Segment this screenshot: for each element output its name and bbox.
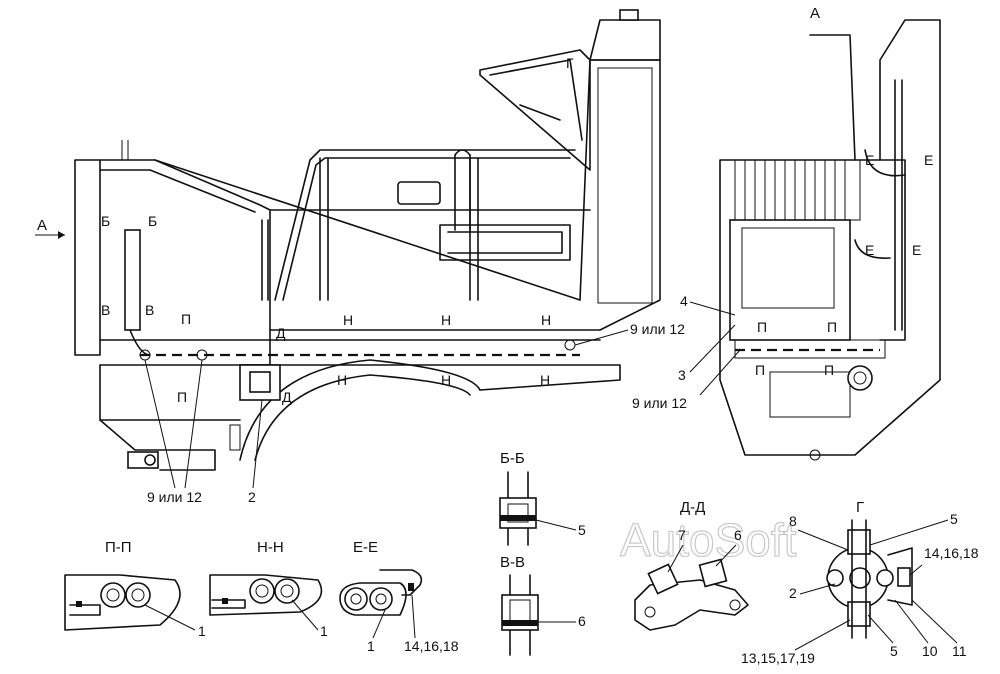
section-p-bottom: П — [177, 389, 187, 405]
section-v-right: В — [145, 302, 154, 318]
view-a-title: А — [810, 5, 820, 22]
callout-2-main: 2 — [248, 489, 256, 505]
section-pp — [64, 574, 181, 631]
section-bb — [499, 471, 537, 546]
view-a — [719, 19, 941, 461]
section-nn-title: Н-Н — [257, 539, 284, 556]
callout-2-g: 2 — [789, 585, 797, 601]
callout-9-or-12-main: 9 или 12 — [630, 321, 685, 337]
main-side-view — [35, 9, 661, 471]
section-vv-title: В-В — [500, 554, 525, 571]
section-v-left: В — [101, 302, 110, 318]
section-dd-title: Д-Д — [680, 499, 705, 516]
section-p-a3: П — [755, 362, 765, 378]
watermark: AutoSoft — [620, 514, 797, 566]
section-nn — [209, 574, 323, 616]
section-n-6: Н — [540, 372, 550, 388]
callout-1-ee: 1 — [367, 638, 375, 654]
section-ee — [339, 569, 423, 616]
view-g-title: Г — [856, 499, 864, 516]
section-vv — [501, 574, 539, 656]
callout-10: 10 — [922, 643, 938, 659]
section-n-1: Н — [343, 312, 353, 328]
callout-9-or-12-bottom: 9 или 12 — [147, 489, 202, 505]
section-bb-title: Б-Б — [500, 450, 525, 467]
section-e-4: Е — [912, 242, 921, 258]
section-b-left: Б — [101, 213, 110, 229]
section-e-1: Е — [865, 152, 874, 168]
section-dd — [634, 558, 749, 631]
callout-14-16-18-g: 14,16,18 — [924, 545, 979, 561]
view-g — [826, 519, 913, 639]
section-n-4: Н — [337, 372, 347, 388]
callout-9-or-12-a: 9 или 12 — [632, 395, 687, 411]
section-n-5: Н — [441, 372, 451, 388]
callout-5-g-bottom: 5 — [890, 643, 898, 659]
callout-1-pp: 1 — [198, 623, 206, 639]
section-p-a2: П — [827, 319, 837, 335]
section-e-2: Е — [924, 152, 933, 168]
callout-14-16-18-ee: 14,16,18 — [404, 638, 459, 654]
section-g-marker: Г — [566, 55, 574, 71]
section-n-3: Н — [541, 312, 551, 328]
section-p-a4: П — [824, 362, 834, 378]
section-d-bottom: Д — [282, 389, 292, 405]
callout-13-15-17-19: 13,15,17,19 — [741, 650, 815, 666]
section-e-3: Е — [865, 242, 874, 258]
section-b-right: Б — [148, 213, 157, 229]
callout-7: 7 — [678, 527, 686, 543]
callout-11: 11 — [952, 643, 967, 659]
view-arrow-label: А — [37, 217, 47, 234]
callout-5-g-top: 5 — [950, 511, 958, 527]
callout-3: 3 — [678, 367, 686, 383]
callout-8: 8 — [789, 513, 797, 529]
callout-4: 4 — [680, 293, 688, 309]
callout-5-bb: 5 — [578, 522, 586, 538]
callout-1-nn: 1 — [320, 623, 328, 639]
callout-6-vv: 6 — [578, 613, 586, 629]
section-p-a1: П — [757, 319, 767, 335]
section-pp-title: П-П — [105, 539, 132, 556]
section-n-2: Н — [441, 312, 451, 328]
callout-6-dd: 6 — [734, 527, 742, 543]
section-ee-title: Е-Е — [353, 539, 378, 556]
section-d-top: Д — [276, 325, 286, 341]
section-p-top: П — [181, 311, 191, 327]
